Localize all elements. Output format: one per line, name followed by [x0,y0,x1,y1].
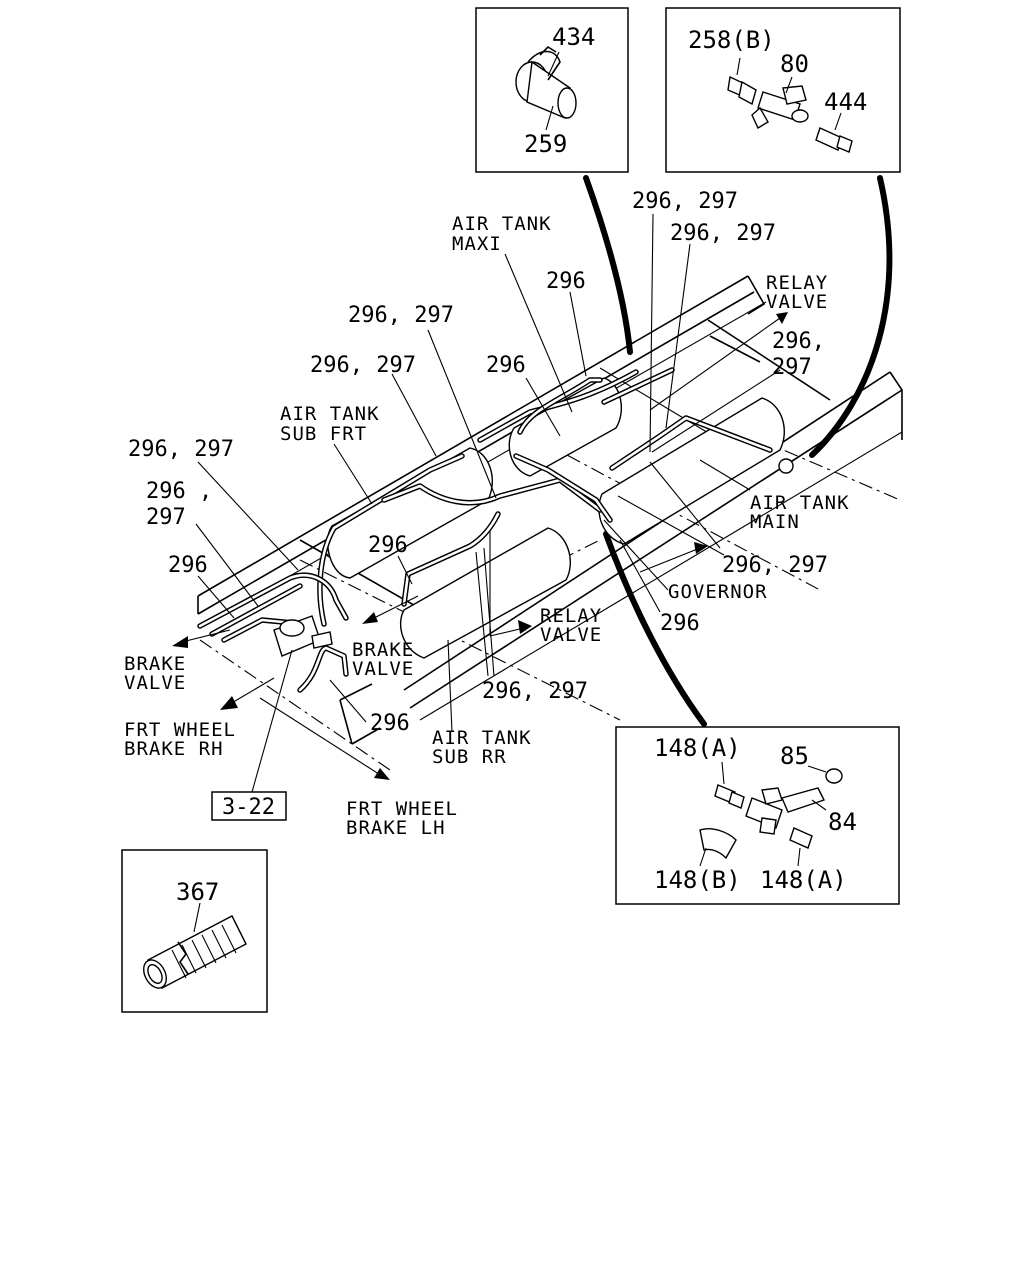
clip-part-illustration [515,45,577,119]
part-number-80: 80 [780,50,809,78]
detail-box-clip: 434 259 [475,7,629,173]
callout-numbers: 296, 297 296, 297 296 296, 297 296, 297 … [128,189,828,736]
label-relay-valve-mid-line1: RELAY [540,605,602,627]
cross-part-illustration [699,768,843,860]
callout-296-bottom: 296 [370,711,410,736]
part-number-85: 85 [780,742,809,770]
label-air-tank-main-line2: MAIN [750,511,800,533]
callout-296-297-left: 296, 297 [128,437,234,462]
label-air-tank-sub-rr-line1: AIR TANK [432,727,532,749]
label-frt-wheel-brake-rh-line1: FRT WHEEL [124,719,236,741]
callout-296-297-top2: 296, 297 [670,221,776,246]
label-relay-valve-mid-line2: VALVE [540,624,602,646]
part-number-258b: 258(B) [688,26,775,54]
callout-296-mid: 296 [486,353,526,378]
detail-box-cross: 148(A) 85 84 148(B) 148(A) [615,726,900,905]
callout-296-297-gov: 296, 297 [722,553,828,578]
callout-296-297-top1: 296, 297 [632,189,738,214]
tee-part-illustration [727,75,853,153]
callout-296-297-left2-line1: 296 , [146,479,212,504]
hose-part-illustration [143,915,247,989]
callout-296-297-b: 296, 297 [310,353,416,378]
direction-arrows [172,312,788,780]
part-number-434: 434 [552,23,595,51]
label-air-tank-main-line1: AIR TANK [750,492,850,514]
part-number-148a-top: 148(A) [654,734,741,762]
detail-leader-curves [583,175,893,727]
label-frt-wheel-brake-lh-line2: BRAKE LH [346,817,446,839]
detail-box-hose: 367 [121,849,268,1013]
component-labels: AIR TANK MAXI RELAY VALVE AIR TANK SUB F… [124,213,850,839]
brake-valve-assembly [273,458,794,657]
reference-number: 3-22 [222,795,275,820]
label-brake-valve-mid-line2: VALVE [352,658,414,680]
callout-296-297-right-line2: 297 [772,355,812,380]
callout-296-297-left2-line2: 297 [146,505,186,530]
label-air-tank-sub-frt-line2: SUB FRT [280,423,367,445]
label-frt-wheel-brake-rh-line2: BRAKE RH [124,738,224,760]
air-tank-main [598,397,785,545]
part-number-259: 259 [524,130,567,158]
detail-box-tee: 258(B) 80 444 [665,7,901,173]
label-brake-valve-mid-line1: BRAKE [352,639,414,661]
callout-296-297-right-line1: 296, [772,329,825,354]
callout-296-top: 296 [546,269,586,294]
label-air-tank-sub-frt-line1: AIR TANK [280,403,380,425]
reference-box: 3-22 [211,791,287,821]
label-air-tank-maxi-line2: MAXI [452,233,502,255]
callout-296-center: 296 [368,533,408,558]
label-governor: GOVERNOR [668,581,768,603]
part-number-84: 84 [828,808,857,836]
air-tank-sub-frt [327,447,493,579]
label-air-tank-maxi-line1: AIR TANK [452,213,552,235]
callout-296-left: 296 [168,553,208,578]
air-tank-sub-rr [400,527,571,659]
callout-296-297-a: 296, 297 [348,303,454,328]
label-air-tank-sub-rr-line2: SUB RR [432,746,507,768]
air-tanks [327,377,785,659]
part-number-444: 444 [824,88,867,116]
label-frt-wheel-brake-lh-line1: FRT WHEEL [346,798,458,820]
label-relay-valve-top-line1: RELAY [766,272,828,294]
label-brake-valve-left-line1: BRAKE [124,653,186,675]
air-piping [197,367,773,693]
part-number-367: 367 [176,878,219,906]
leader-lines [195,213,781,793]
part-number-148a-bottom: 148(A) [760,866,847,894]
callout-296-297-bottom: 296, 297 [482,679,588,704]
label-brake-valve-left-line2: VALVE [124,672,186,694]
label-relay-valve-top-line2: VALVE [766,291,828,313]
part-number-148b: 148(B) [654,866,741,894]
callout-296-gov: 296 [660,611,700,636]
